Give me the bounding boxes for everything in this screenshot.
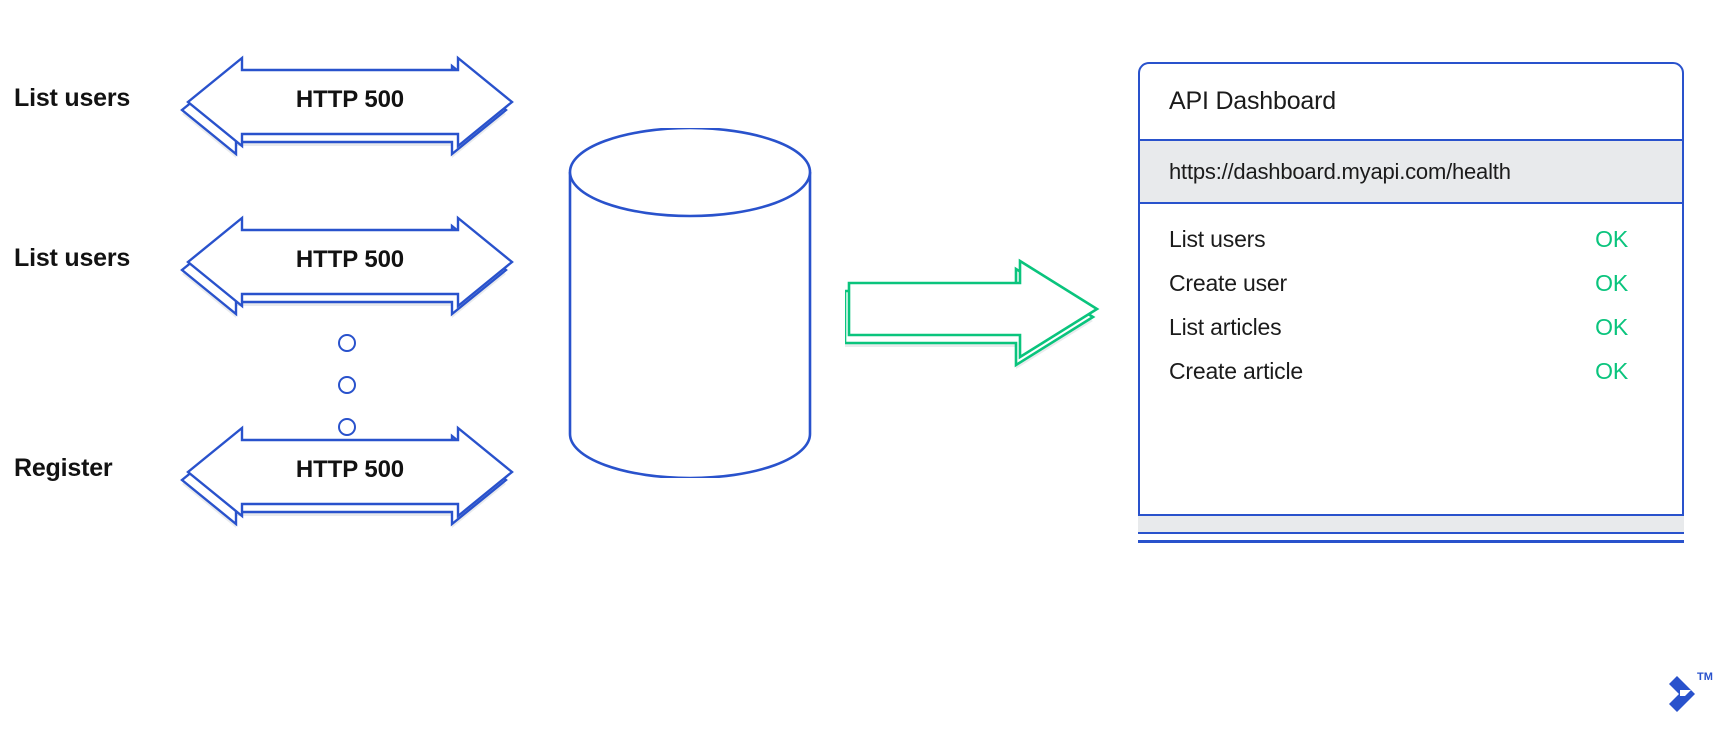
- request-label: List users: [14, 244, 131, 272]
- double-arrow-icon: [170, 50, 530, 160]
- request-row: Register HTTP 500: [0, 420, 560, 530]
- endpoint-name: List users: [1169, 226, 1266, 252]
- url-text: https://dashboard.myapi.com/health: [1169, 158, 1511, 184]
- request-row: List users HTTP 500: [0, 210, 560, 320]
- ellipsis-dot: [338, 376, 356, 394]
- endpoint-name: Create article: [1169, 358, 1303, 384]
- status-badge: OK: [1595, 314, 1628, 340]
- list-item[interactable]: Create article OK: [1140, 358, 1682, 402]
- list-item[interactable]: Create user OK: [1140, 270, 1682, 314]
- dashboard-titlebar: API Dashboard: [1140, 64, 1682, 141]
- double-arrow-icon: [170, 210, 530, 320]
- endpoint-name: Create user: [1169, 270, 1287, 296]
- vertical-ellipsis-icon: [338, 332, 364, 444]
- ellipsis-dot: [338, 334, 356, 352]
- status-badge: OK: [1595, 226, 1628, 252]
- double-arrow-icon: [170, 420, 530, 530]
- toptal-logo-icon: TM: [1655, 672, 1715, 724]
- status-badge: OK: [1595, 358, 1628, 384]
- endpoint-list: List users OK Create user OK List articl…: [1140, 204, 1682, 532]
- url-bar[interactable]: https://dashboard.myapi.com/health: [1140, 141, 1682, 204]
- dashboard-baseline: [1138, 540, 1684, 543]
- request-row: List users HTTP 500: [0, 50, 560, 160]
- endpoint-name: List articles: [1169, 314, 1282, 340]
- list-item[interactable]: List articles OK: [1140, 314, 1682, 358]
- request-label: Register: [14, 454, 113, 482]
- list-item[interactable]: List users OK: [1140, 226, 1682, 270]
- dashboard-frame: API Dashboard https://dashboard.myapi.co…: [1138, 62, 1684, 534]
- trademark-label: TM: [1697, 671, 1713, 683]
- right-arrow-icon: [843, 255, 1115, 375]
- dashboard-footer-bar: [1138, 514, 1684, 534]
- ellipsis-dot: [338, 418, 356, 436]
- request-label: List users: [14, 84, 131, 112]
- api-dashboard-panel: API Dashboard https://dashboard.myapi.co…: [1138, 62, 1684, 548]
- page-title: API Dashboard: [1169, 87, 1336, 115]
- status-badge: OK: [1595, 270, 1628, 296]
- database-cylinder-icon: [565, 126, 815, 480]
